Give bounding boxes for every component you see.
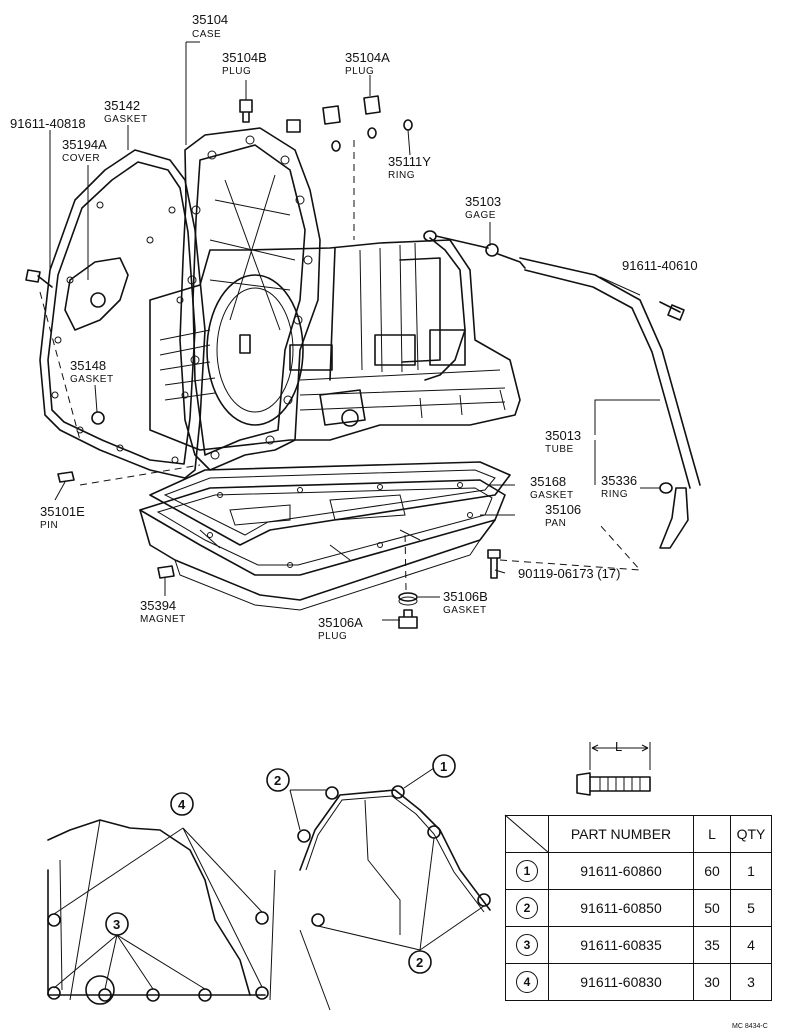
label-gasket-142-name: GASKET (104, 114, 148, 125)
bolt-location-right-sketch: 2 1 2 (266, 754, 491, 1011)
label-pan-name: PAN (545, 518, 566, 529)
row-key-3: 3 (516, 934, 538, 956)
label-gasket-106b-number: 35106B (443, 589, 488, 604)
row-length: 30 (693, 963, 731, 1001)
label-ring-111y-name: RING (388, 170, 415, 181)
row-key-2: 2 (516, 897, 538, 919)
label-case-number: 35104 (192, 12, 228, 27)
table-row: 1 91611-60860 60 1 (505, 852, 772, 890)
label-gasket-148-name: GASKET (70, 374, 114, 385)
leader-lines (49, 41, 660, 621)
header-part-number: PART NUMBER (548, 815, 694, 853)
row-part-number: 91611-60830 (548, 963, 694, 1001)
label-ring-336-number: 35336 (601, 473, 637, 488)
bolt-length-sketch: L (576, 739, 651, 796)
table-row: 4 91611-60830 30 3 (505, 963, 772, 1001)
table-row: 3 91611-60835 35 4 (505, 926, 772, 964)
bolt-parts-table: PART NUMBER L QTY 1 91611-60860 60 1 2 9… (505, 815, 772, 1001)
row-qty: 3 (730, 963, 772, 1001)
label-ring-111y-number: 35111Y (388, 154, 431, 169)
row-key-1: 1 (516, 860, 538, 882)
bolt-location-left-sketch: 4 3 (47, 792, 276, 1005)
label-bolt-06173-number: 90119-06173 (17) (518, 566, 620, 581)
label-pan-number: 35106 (545, 502, 581, 517)
header-qty: QTY (730, 815, 772, 853)
magnet-drawing (157, 565, 175, 579)
label-magnet-number: 35394 (140, 598, 176, 613)
callout-2-top: 2 (274, 773, 281, 788)
row-part-number: 91611-60850 (548, 889, 694, 927)
label-plug-b-number: 35104B (222, 50, 267, 65)
bolt-length-label: L (615, 739, 622, 754)
label-gasket-168-number: 35168 (530, 474, 566, 489)
label-case-name: CASE (192, 29, 221, 40)
gasket-35148-ring (91, 411, 105, 425)
label-plug-106a-number: 35106A (318, 615, 363, 630)
label-gasket-106b-name: GASKET (443, 605, 487, 616)
oil-pan-drawing (139, 461, 511, 611)
row-qty: 4 (730, 926, 772, 964)
label-gage-name: GAGE (465, 210, 496, 221)
row-length: 35 (693, 926, 731, 964)
pin-drawing (57, 471, 75, 483)
label-tube-name: TUBE (545, 444, 574, 455)
label-plug-a-number: 35104A (345, 50, 390, 65)
callout-3-left: 3 (113, 917, 120, 932)
dipstick-tube-drawing (423, 230, 701, 549)
callout-4-left: 4 (178, 797, 186, 812)
gasket-35142-drawing (39, 149, 206, 479)
label-cover-name: COVER (62, 153, 100, 164)
table-row: 2 91611-60850 50 5 (505, 889, 772, 927)
header-length: L (693, 815, 731, 853)
label-plug-106a-name: PLUG (318, 631, 347, 642)
label-tube-number: 35013 (545, 428, 581, 443)
row-length: 50 (693, 889, 731, 927)
row-part-number: 91611-60860 (548, 852, 694, 890)
transmission-case-drawing (149, 127, 521, 471)
row-length: 60 (693, 852, 731, 890)
label-bolt-40818-number: 91611-40818 (10, 116, 86, 131)
left-bolt-drawing (25, 269, 53, 288)
table-corner-cell (505, 815, 549, 853)
case-plugs-drawing (239, 95, 413, 152)
label-pin-number: 35101E (40, 504, 85, 519)
drain-plug-drawing (398, 592, 418, 629)
part-labels: 35104 CASE 35104B PLUG 35104A PLUG 35142… (10, 12, 698, 642)
label-bolt-40610-number: 91611-40610 (622, 258, 698, 273)
assembly-dashed-lines (39, 140, 642, 591)
row-qty: 1 (730, 852, 772, 890)
table-header-row: PART NUMBER L QTY (505, 815, 772, 853)
label-magnet-name: MAGNET (140, 614, 186, 625)
label-plug-b-name: PLUG (222, 66, 251, 77)
label-gage-number: 35103 (465, 194, 501, 209)
callout-2-bottom: 2 (416, 955, 423, 970)
label-pin-name: PIN (40, 520, 58, 531)
row-key-4: 4 (516, 971, 538, 993)
label-cover-number: 35194A (62, 137, 107, 152)
label-ring-336-name: RING (601, 489, 628, 500)
pan-bolt-drawing (487, 549, 501, 579)
label-gasket-148-number: 35148 (70, 358, 106, 373)
label-gasket-168-name: GASKET (530, 490, 574, 501)
cover-35194a-drawing (64, 257, 129, 331)
row-qty: 5 (730, 889, 772, 927)
drawing-code: MC 8434-C (732, 1023, 768, 1030)
label-gasket-142-number: 35142 (104, 98, 140, 113)
callout-1-top: 1 (440, 759, 447, 774)
label-plug-a-name: PLUG (345, 66, 374, 77)
right-bolt-drawing (659, 301, 685, 321)
row-part-number: 91611-60835 (548, 926, 694, 964)
